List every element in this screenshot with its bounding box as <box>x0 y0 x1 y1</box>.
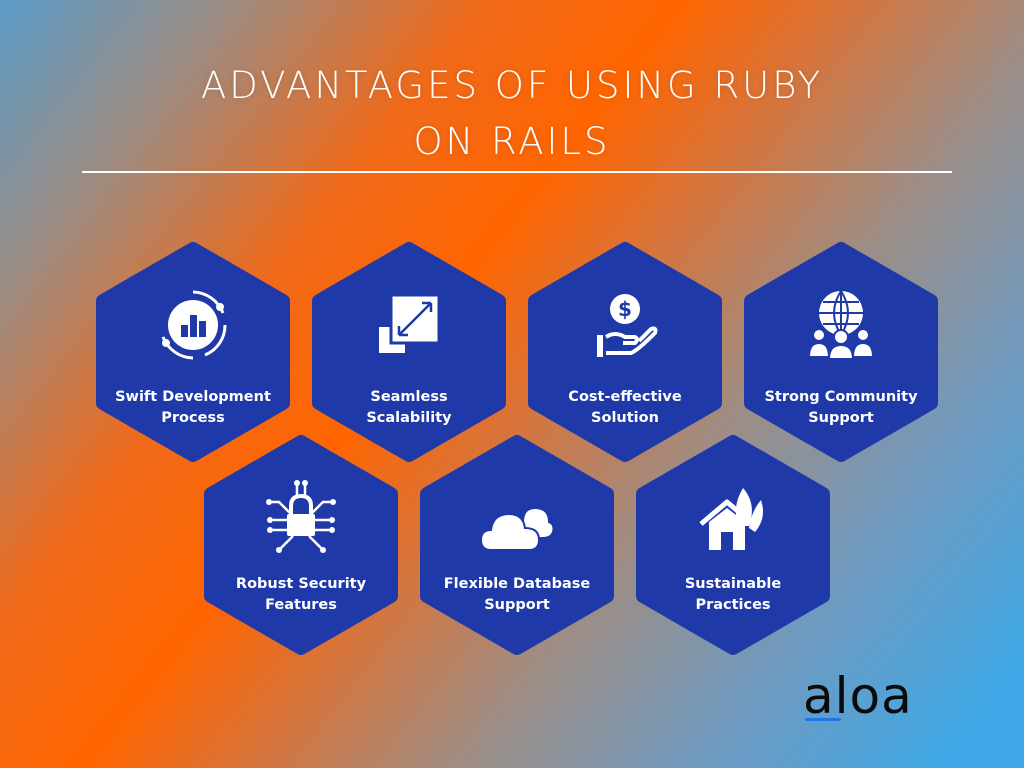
page-title: ADVANTAGES OF USING RUBY ON RAILS <box>0 58 1024 170</box>
resize-icon <box>379 293 441 353</box>
chart-cycle-icon <box>161 290 227 360</box>
title-line-2: ON RAILS <box>413 120 611 163</box>
svg-text:$: $ <box>618 297 632 321</box>
logo-underline <box>805 718 841 721</box>
eco-house-icon <box>699 488 763 550</box>
globe-people-icon <box>807 290 875 360</box>
title-line-1: ADVANTAGES OF USING RUBY <box>200 64 824 107</box>
dollar-hand-icon: $ <box>597 294 658 357</box>
cloud-icon <box>479 506 555 551</box>
network-lock-icon <box>266 480 336 553</box>
aloa-logo: aloa <box>803 667 913 725</box>
title-divider <box>82 171 952 173</box>
